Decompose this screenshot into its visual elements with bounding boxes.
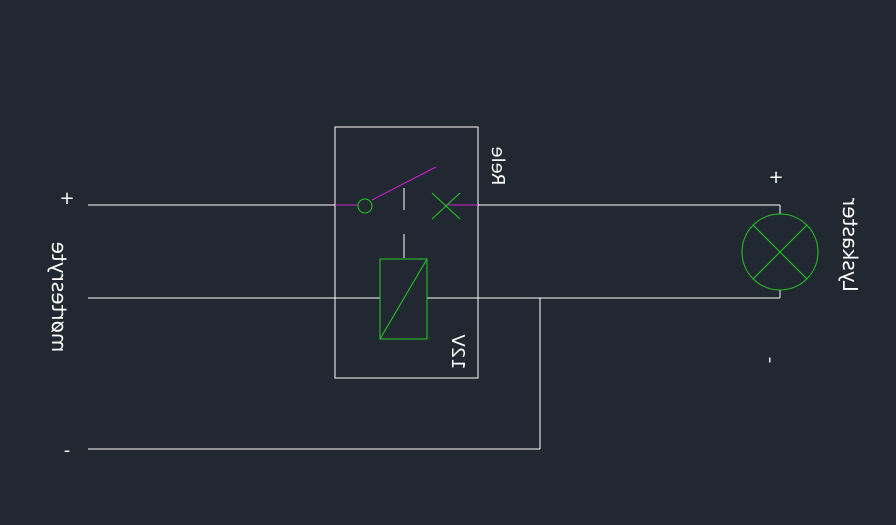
- left-plus-label: +: [59, 188, 74, 209]
- contact-cross-icon: [431, 192, 461, 220]
- relay-name-label: Rele: [487, 147, 508, 186]
- lamp-plus-label: +: [768, 167, 783, 188]
- lamp-minus-label: -: [760, 357, 781, 364]
- switch-pivot: [357, 198, 373, 214]
- wires: [88, 188, 781, 450]
- switch-contact-icon: [335, 166, 478, 206]
- left-minus-label: -: [64, 440, 71, 461]
- lamp-cross-circle-icon: [741, 213, 819, 291]
- relay-voltage-label: 12V: [447, 334, 468, 370]
- lamp-name-label: Lyskaster: [838, 197, 862, 292]
- relay-housing: [334, 126, 479, 379]
- relay-coil-icon: [379, 258, 428, 340]
- left-source-label: mørtesrytе: [47, 242, 71, 353]
